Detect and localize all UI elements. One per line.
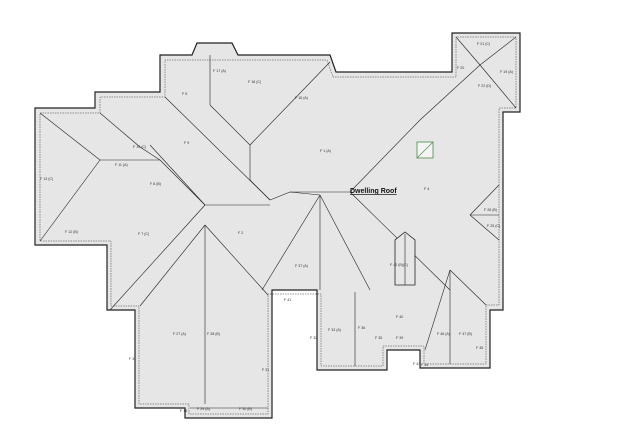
facet-label-f28: F 28 (B) [207, 332, 220, 336]
roof-line [261, 194, 321, 291]
facet-label-f19: F 19 (A) [500, 70, 513, 74]
facet-label-f40: F 40 [396, 315, 403, 319]
roof-line [419, 64, 481, 121]
facet-label-f45: F 45 [476, 346, 483, 350]
facet-label-f35: F 35 [375, 336, 382, 340]
roof-line [139, 146, 161, 161]
facet-labels: F 5 F 17 (A) F 18 (C) F 16 (A) F 9 F 10 (C) F … [40, 42, 513, 413]
facet-label-f36: F 36 [358, 326, 365, 330]
roof-line [109, 204, 206, 311]
skylight [416, 141, 434, 159]
facet-label-f16: F 16 (A) [295, 96, 308, 100]
facet-label-f2: F 2 [238, 231, 243, 235]
facet-label-f44: F 44 [421, 363, 428, 367]
roof-eave-dashed [39, 36, 517, 415]
roof-line [209, 104, 251, 146]
roof-line [424, 269, 451, 351]
ridge-hip-lines [39, 36, 517, 409]
facet-label-f46: F 46 (A) [437, 332, 450, 336]
facet-label-f9: F 9 [184, 141, 189, 145]
roof-line [139, 224, 206, 307]
facet-label-f31: F 31 [262, 368, 269, 372]
roof-line [455, 36, 481, 66]
roof-line [319, 194, 371, 291]
roof-line [349, 119, 421, 193]
roof-line [39, 159, 101, 242]
roof-line [469, 214, 500, 241]
facet-label-f20: F 20 [457, 66, 464, 70]
facet-label-f29: F 29 (A) [197, 407, 210, 411]
facet-label-f17: F 17 (A) [213, 69, 226, 73]
roof-outline [34, 32, 521, 419]
roof-line [479, 64, 517, 109]
roof-line [204, 224, 269, 296]
facet-label-f32: F 32 [310, 336, 317, 340]
facet-label-f47: F 47 (B) [459, 332, 472, 336]
facet-label-f33: F 33 (A) [328, 328, 341, 332]
roof-line [449, 269, 487, 306]
facet-label-f21: F 21 (C) [477, 42, 490, 46]
facet-label-f3: F 3 [129, 357, 134, 361]
roof-line [469, 184, 500, 216]
dormer [394, 231, 416, 286]
facet-label-f42: F 42 (B)(C) [390, 263, 408, 267]
facet-label-f7: F 7 (C) [138, 232, 149, 236]
roof-line [479, 36, 517, 66]
roof-line [149, 144, 206, 206]
roof-line [39, 112, 101, 161]
facet-label-f22: F 22 (D) [478, 84, 491, 88]
facet-label-f12: F 12 (B) [65, 230, 78, 234]
facet-label-f30: F 30 (B) [239, 407, 252, 411]
facet-label-f11: F 11 (A) [115, 163, 128, 167]
facet-label-f18: F 18 (C) [248, 80, 261, 84]
facet-label-f15: F 15 [180, 409, 187, 413]
facet-label-f27: F 27 (A) [173, 332, 186, 336]
facet-label-f10: F 10 (C) [133, 145, 146, 149]
roof-line [249, 179, 271, 201]
facet-label-f13: F 13 (C) [40, 177, 53, 181]
facet-label-f1: F 1 (A) [320, 149, 331, 153]
roof-outline-polygon [34, 32, 521, 419]
facet-label-f37b: F 37 (A) [295, 264, 308, 268]
roof-line [99, 112, 141, 148]
facet-label-f25: F 25 (C) [487, 224, 500, 228]
roof-title: Dwelling Roof [350, 188, 397, 195]
roof-line [289, 191, 321, 196]
facet-label-f39: F 39 [396, 336, 403, 340]
roof-line [249, 61, 331, 146]
facet-label-f8: F 8 (B) [150, 182, 161, 186]
facet-label-f26: F 26 (B) [484, 208, 497, 212]
facet-label-f5: F 5 [182, 92, 187, 96]
facet-label-f43: F 43 [413, 362, 420, 366]
facet-label-f4: F 4 [424, 187, 429, 191]
roof-line [269, 191, 291, 201]
roof-line [159, 159, 206, 206]
skylight-diagonal [416, 141, 434, 159]
facet-label-f41: F 41 [284, 298, 291, 302]
